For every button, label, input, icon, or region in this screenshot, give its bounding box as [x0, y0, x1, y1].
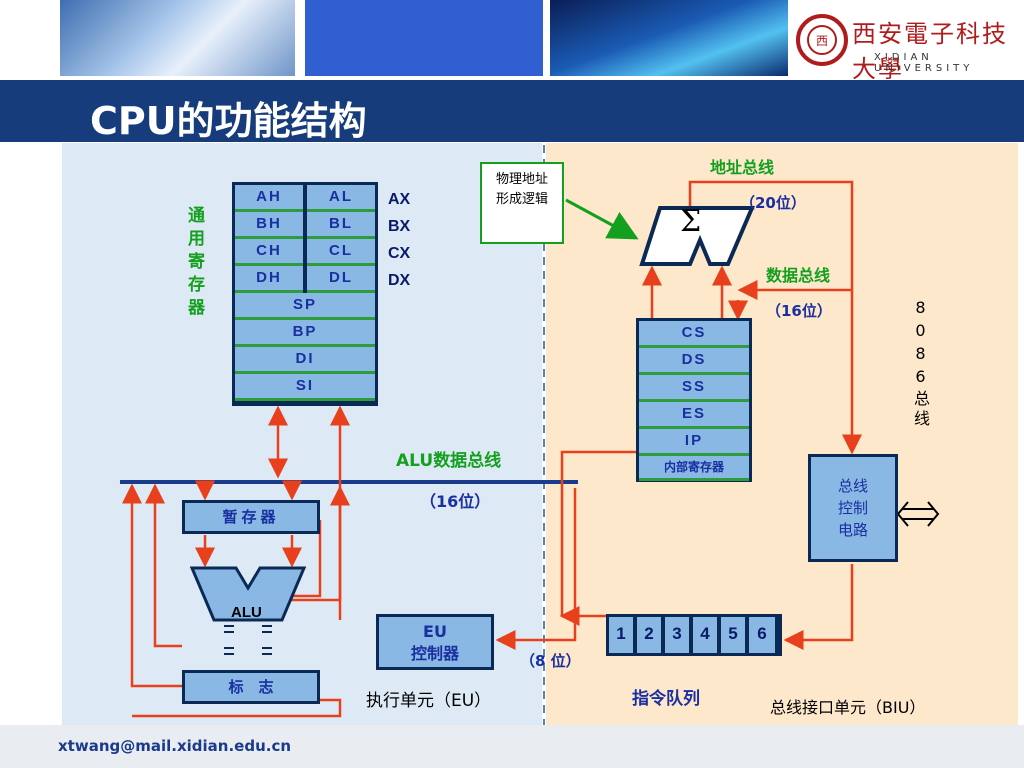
register-cs: CS — [639, 321, 749, 348]
svg-text:西: 西 — [816, 34, 828, 48]
queue-slot-2: 2 — [637, 617, 663, 653]
data-bus-width: （16位） — [766, 302, 832, 320]
queue-width: （8 位） — [520, 652, 581, 670]
register-al: AL — [307, 185, 375, 212]
pair-dx: DX — [388, 272, 411, 289]
title-bar — [0, 80, 1024, 142]
queue-slot-3: 3 — [665, 617, 691, 653]
inner-register-label: 内部寄存器 — [639, 456, 749, 481]
register-si: SI — [235, 374, 375, 401]
external-bus-label: 8086总线 — [911, 298, 930, 430]
university-english: XIDIAN UNIVERSITY — [874, 52, 974, 74]
segment-register-block: CS DS SS ES IP 内部寄存器 — [636, 318, 752, 482]
register-cl: CL — [307, 239, 375, 266]
blue-panel — [305, 0, 543, 76]
bus-control-label: 总线控制电路 — [837, 477, 868, 539]
address-logic-label: 物理地址形成逻辑 — [495, 172, 548, 207]
circuit-photo — [550, 0, 788, 76]
gp-register-block: AH AL BH BL CH CL DH DL SP BP DI SI — [232, 182, 378, 406]
instruction-queue: 1 2 3 4 5 6 — [606, 614, 782, 656]
queue-label: 指令队列 — [632, 689, 700, 709]
register-bp: BP — [235, 320, 375, 347]
queue-slot-6: 6 — [749, 617, 775, 653]
eu-controller-line2: 控制器 — [410, 644, 459, 663]
flags-register: 标 志 — [182, 670, 320, 704]
data-bus-label: 数据总线 — [766, 266, 831, 285]
register-bh: BH — [235, 212, 303, 239]
address-adder-shape — [639, 206, 756, 266]
alu-bus-label: ALU数据总线 — [396, 451, 502, 471]
university-logo: 西 西安電子科技大學 XIDIAN UNIVERSITY — [792, 8, 1022, 83]
register-ss: SS — [639, 375, 749, 402]
biu-unit-label: 总线接口单元（BIU） — [770, 698, 926, 717]
eu-controller: EU 控制器 — [376, 614, 494, 670]
register-ah: AH — [235, 185, 303, 212]
queue-slot-1: 1 — [609, 617, 635, 653]
register-dh: DH — [235, 266, 303, 293]
queue-slot-5: 5 — [721, 617, 747, 653]
pair-ax: AX — [388, 191, 411, 208]
gp-register-label: 通用寄存器 — [184, 206, 204, 321]
register-es: ES — [639, 402, 749, 429]
bus-control-circuit: 总线控制电路 — [808, 454, 898, 562]
footer-email: xtwang@mail.xidian.edu.cn — [58, 737, 292, 755]
temp-register: 暂存器 — [182, 500, 320, 534]
queue-slot-4: 4 — [693, 617, 719, 653]
register-sp: SP — [235, 293, 375, 320]
address-bus-width: （20位） — [740, 194, 806, 212]
footer — [0, 725, 1024, 768]
address-logic-box: 物理地址形成逻辑 — [480, 162, 564, 244]
sigma-label: Σ — [680, 204, 702, 239]
university-name: 西安電子科技大學 — [852, 20, 1008, 83]
keyboard-photo — [60, 0, 295, 76]
university-seal-icon: 西 — [796, 14, 848, 66]
address-bus-label: 地址总线 — [710, 158, 775, 177]
alu-bus-width: （16位） — [420, 492, 491, 511]
register-ch: CH — [235, 239, 303, 266]
register-di: DI — [235, 347, 375, 374]
pair-bx: BX — [388, 218, 411, 235]
register-ip: IP — [639, 429, 749, 456]
alu-shape — [189, 566, 307, 622]
register-ds: DS — [639, 348, 749, 375]
page-title: CPU的功能结构 — [90, 99, 367, 143]
eu-controller-line1: EU — [423, 622, 447, 641]
register-dl: DL — [307, 266, 375, 293]
eu-unit-label: 执行单元（EU） — [366, 691, 492, 711]
register-bl: BL — [307, 212, 375, 239]
pair-cx: CX — [388, 245, 411, 262]
alu-label: ALU — [231, 604, 262, 621]
